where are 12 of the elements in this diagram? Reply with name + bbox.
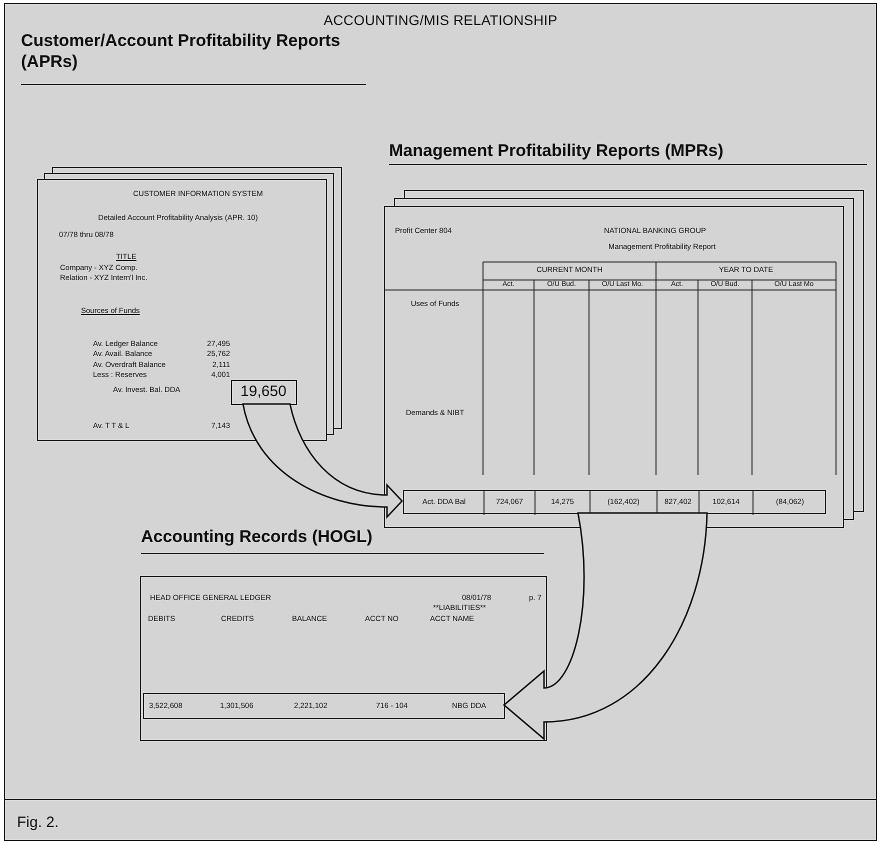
highlighted-row bbox=[143, 693, 505, 719]
diagram-title: ACCOUNTING/MIS RELATIONSHIP bbox=[322, 12, 558, 28]
figure-caption: Fig. 2. bbox=[17, 814, 59, 831]
report-page bbox=[140, 576, 547, 741]
amount: 19,650 bbox=[240, 383, 288, 400]
section-heading: Management Profitability Reports (MPRs) bbox=[389, 140, 724, 161]
block-arrow bbox=[242, 403, 403, 518]
highlighted-row bbox=[403, 490, 826, 514]
block-arrow bbox=[503, 512, 708, 740]
section-heading: Customer/Account Profitability Reports (APRs) bbox=[21, 30, 342, 72]
section-heading: Accounting Records (HOGL) bbox=[141, 526, 374, 547]
value-box bbox=[231, 380, 297, 405]
